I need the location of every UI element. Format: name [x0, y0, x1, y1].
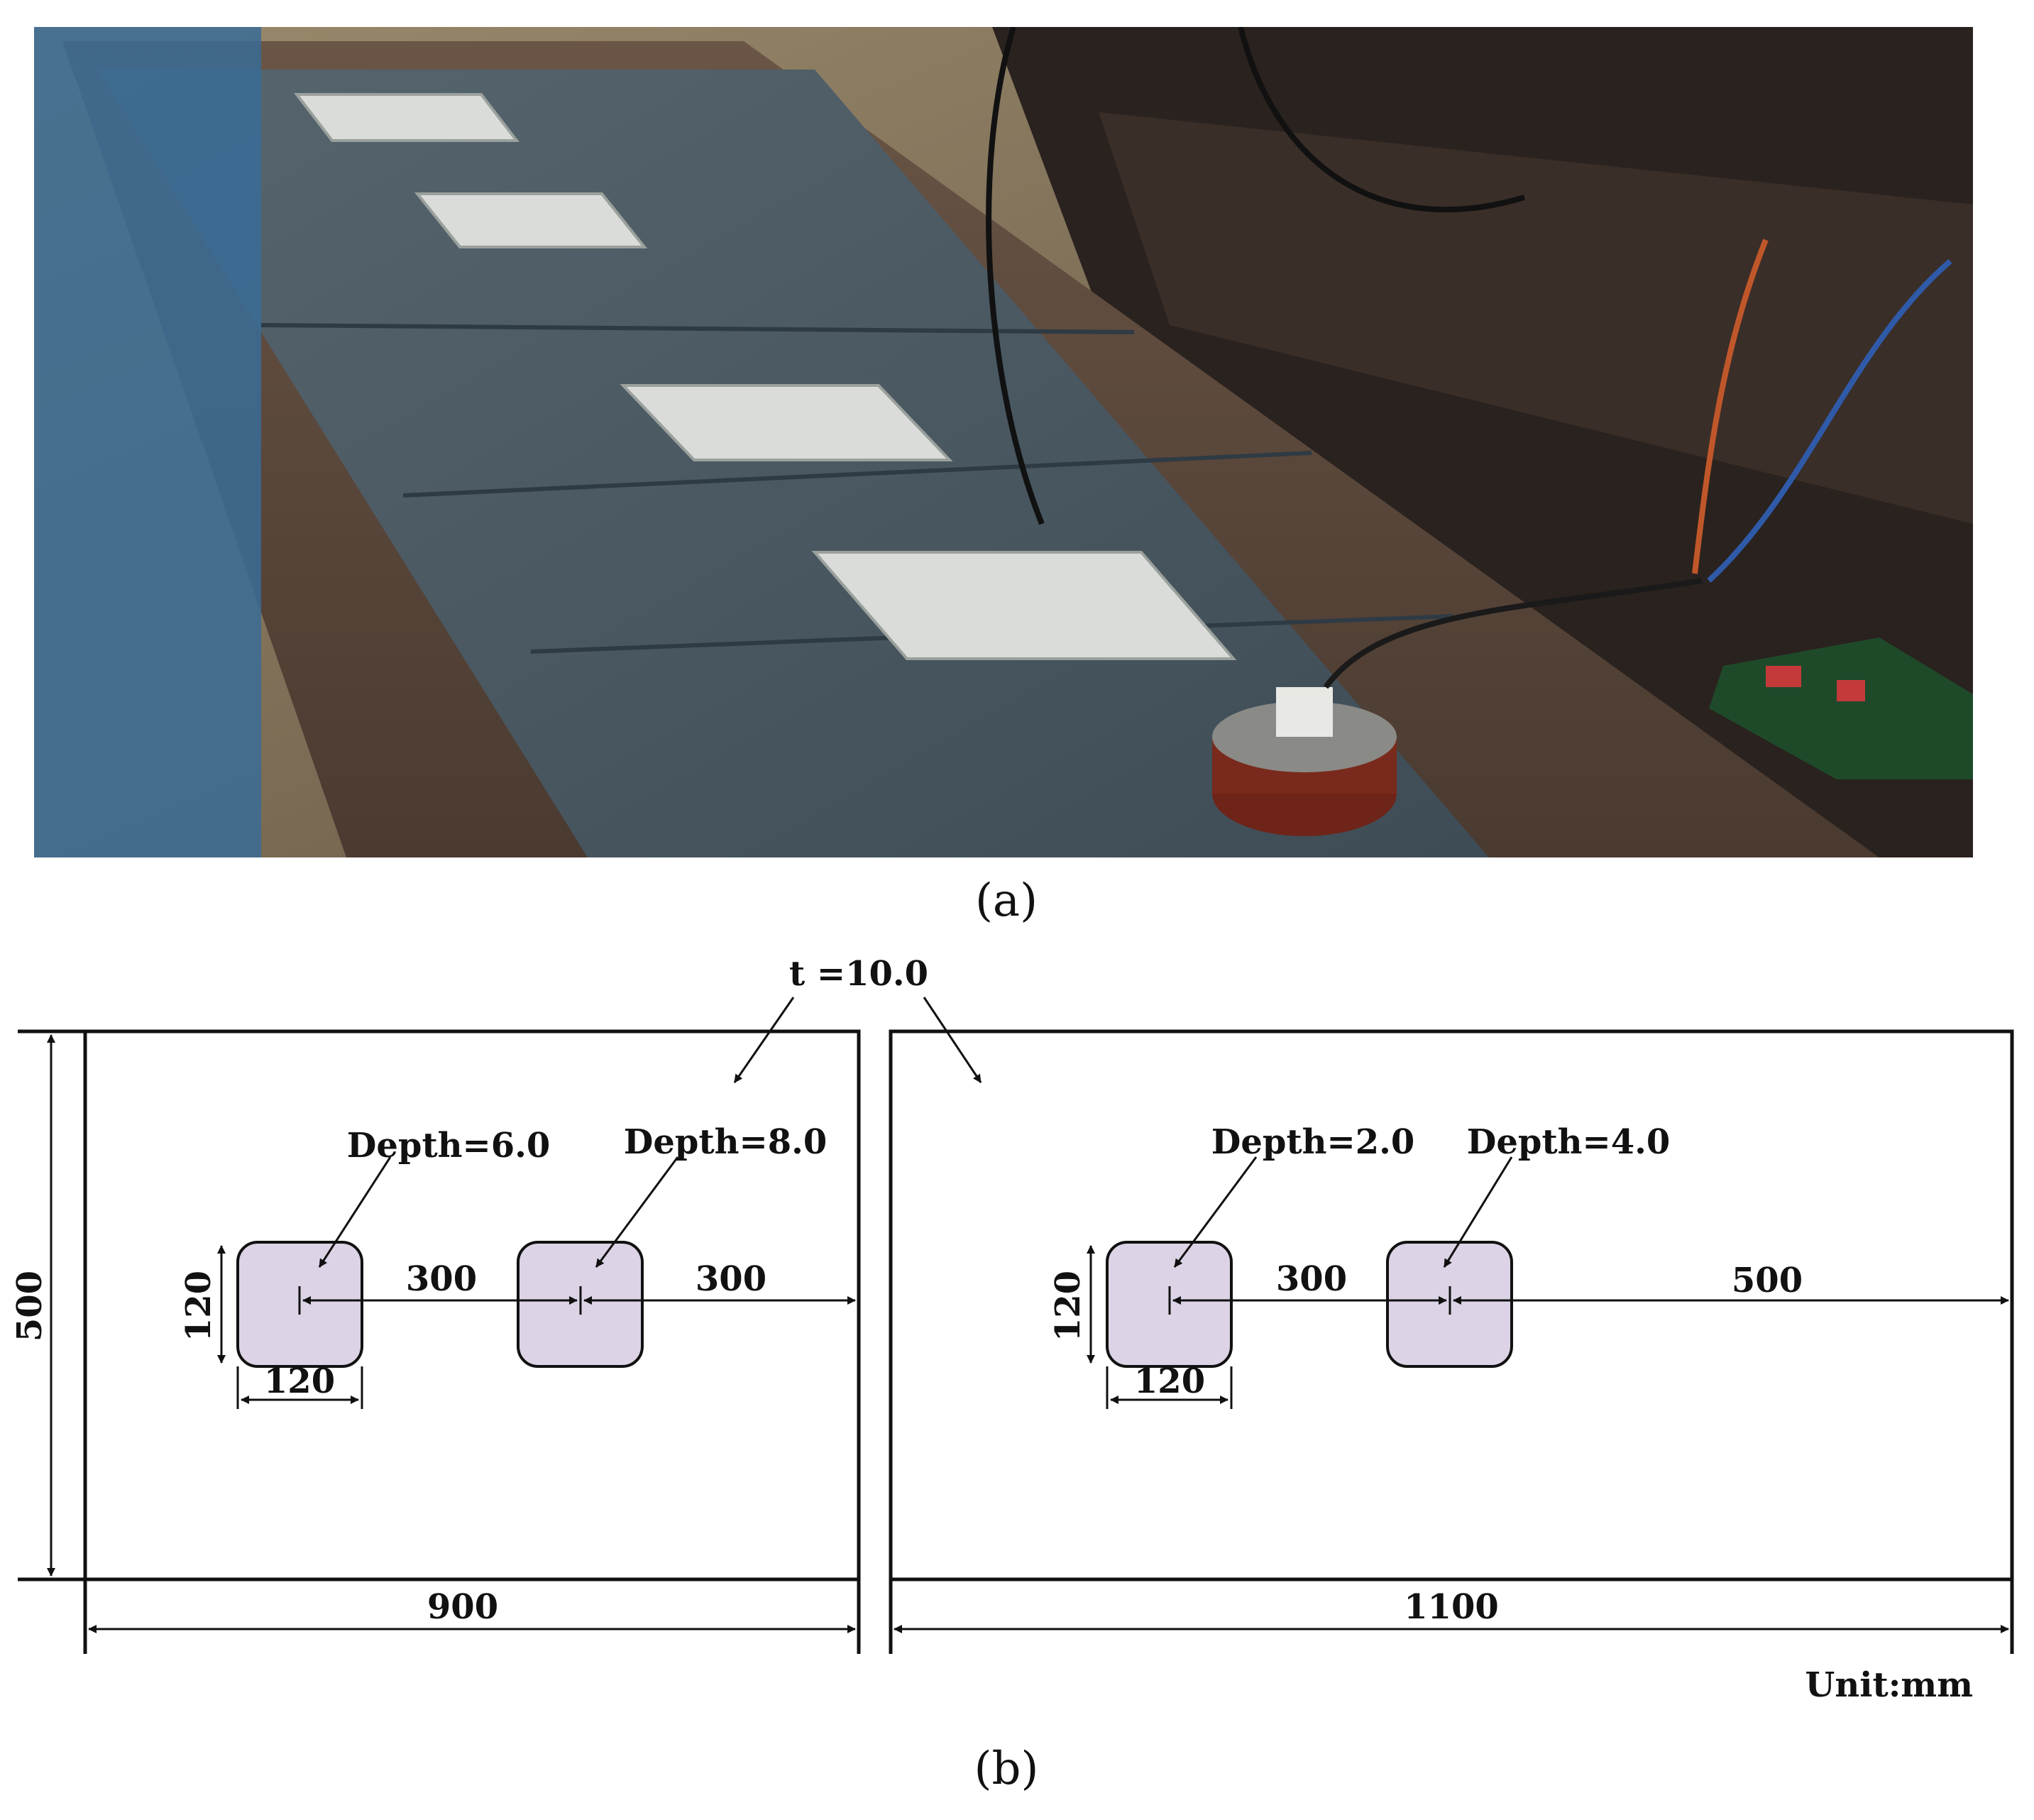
thickness-label: t =10.0	[789, 954, 928, 994]
left-defect-height-label: 120	[179, 1271, 219, 1342]
panel-a-label: (a)	[974, 875, 1038, 927]
technical-drawing: t =10.0 500 900 1100 Unit:mm Depth=6.0 D…	[10, 954, 2014, 1705]
depth-8-label: Depth=8.0	[624, 1122, 828, 1162]
leader-depth-2	[1173, 1156, 1258, 1268]
steel-plate	[98, 70, 1489, 857]
right-plate-outline	[889, 1029, 2014, 1581]
panel-b-label: (b)	[974, 1743, 1039, 1795]
right-defects	[1087, 1156, 2009, 1409]
photo-panel	[34, 27, 1973, 857]
person-sleeve	[34, 27, 261, 857]
defect-plates	[293, 93, 1237, 660]
wires	[986, 27, 1952, 689]
thickness-leader-right	[923, 997, 982, 1083]
depth-2-label: Depth=2.0	[1211, 1122, 1415, 1162]
right-defect-width-label: 120	[1134, 1361, 1205, 1401]
defect-plate	[620, 384, 953, 461]
right-width-label: 1100	[1404, 1587, 1499, 1627]
left-spacing-label: 300	[406, 1259, 477, 1299]
depth-4-label: Depth=4.0	[1467, 1122, 1671, 1162]
defect-plate	[811, 551, 1237, 660]
left-defects	[217, 1156, 856, 1409]
left-width-label: 900	[427, 1587, 498, 1627]
left-plate-outline	[83, 1029, 861, 1581]
leader-depth-6	[318, 1156, 392, 1268]
right-edge-label: 500	[1732, 1261, 1803, 1300]
height-label: 500	[10, 1271, 50, 1342]
defect-plate	[414, 192, 648, 248]
leader-depth-8	[595, 1156, 679, 1268]
depth-6-label: Depth=6.0	[347, 1126, 551, 1166]
right-spacing-label: 300	[1276, 1259, 1347, 1299]
unit-label: Unit:mm	[1805, 1665, 1973, 1705]
left-defect-width-label: 120	[264, 1361, 335, 1401]
circuit-board	[1709, 637, 1973, 779]
left-edge-label: 300	[696, 1259, 766, 1299]
leader-depth-4	[1443, 1156, 1513, 1268]
drawer-front	[1099, 112, 1973, 524]
right-defect-height-label: 120	[1048, 1271, 1088, 1342]
thickness-leader-left	[733, 997, 795, 1083]
defect-plate	[293, 93, 520, 142]
coil-sensor	[1212, 687, 1397, 836]
